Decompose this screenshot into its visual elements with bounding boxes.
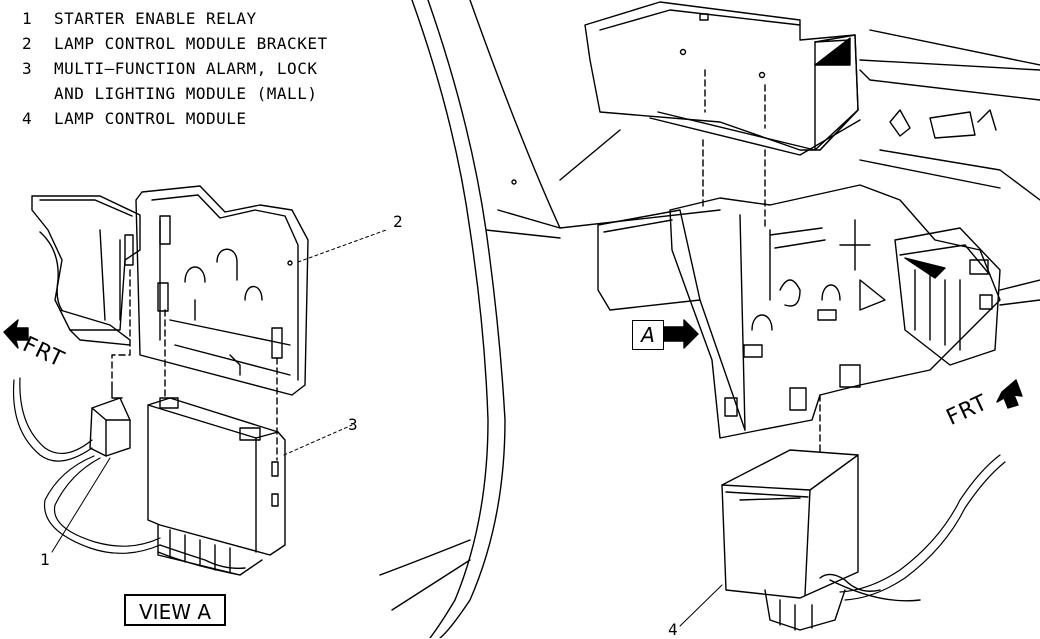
legend-text: LAMP CONTROL MODULE BRACKET xyxy=(54,34,328,53)
callout-2: 2 xyxy=(393,212,403,231)
legend-number xyxy=(22,81,54,106)
legend-text: MULTI–FUNCTION ALARM, LOCK xyxy=(54,59,318,78)
callout-4: 4 xyxy=(668,620,678,639)
legend-text: AND LIGHTING MODULE (MALL) xyxy=(54,84,318,103)
callout-3: 3 xyxy=(348,415,358,434)
view-a-marker: A xyxy=(632,320,664,350)
view-a-bracket-detail xyxy=(12,185,309,576)
vehicle-installation-view xyxy=(379,0,1040,638)
view-a-title: VIEW A xyxy=(124,594,226,626)
legend-item: 4 LAMP CONTROL MODULE xyxy=(22,106,328,131)
legend-number: 2 xyxy=(22,34,33,53)
legend-number: 1 xyxy=(22,9,33,28)
legend-text: STARTER ENABLE RELAY xyxy=(54,9,257,28)
callout-1: 1 xyxy=(40,550,50,569)
legend-item: 2 LAMP CONTROL MODULE BRACKET xyxy=(22,31,328,56)
legend-text: LAMP CONTROL MODULE xyxy=(54,109,247,128)
legend-item: 1 STARTER ENABLE RELAY xyxy=(22,6,328,31)
legend-number: 4 xyxy=(22,109,33,128)
legend-item: AND LIGHTING MODULE (MALL) xyxy=(22,81,328,106)
legend-number: 3 xyxy=(22,59,33,78)
legend-item: 3 MULTI–FUNCTION ALARM, LOCK xyxy=(22,56,328,81)
